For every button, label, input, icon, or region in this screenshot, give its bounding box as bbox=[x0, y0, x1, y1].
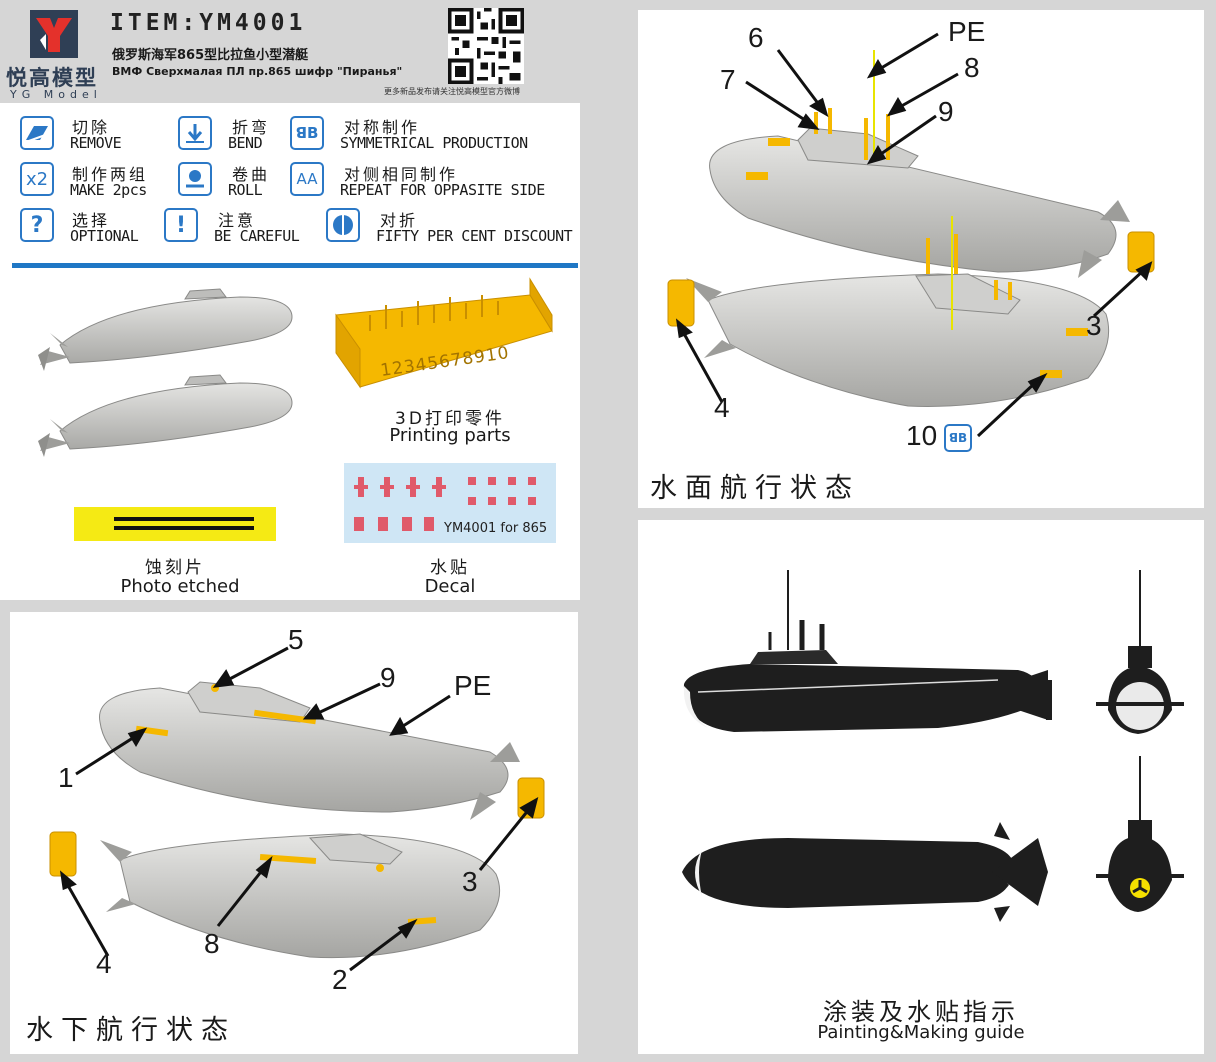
bend-icon bbox=[178, 116, 212, 150]
symmetrical-icon-small: ꓭB bbox=[944, 424, 972, 452]
roll-icon bbox=[178, 162, 212, 196]
underwater-panel: 5 9 PE 1 3 4 8 2 水下航行状态 bbox=[10, 612, 578, 1054]
decal-label: YM4001 for 865 bbox=[444, 521, 548, 536]
callout-pe-surface: PE bbox=[948, 16, 986, 47]
item-name-cn: 俄罗斯海军865型比拉鱼小型潜艇 bbox=[112, 48, 309, 63]
callout-8: 8 bbox=[204, 928, 220, 959]
photo-etched-cn: 蚀刻片 bbox=[145, 558, 205, 578]
legend-careful-cn: 注意 bbox=[218, 211, 257, 230]
legend-roll-cn: 卷曲 bbox=[232, 165, 271, 184]
legend-optional-en: OPTIONAL bbox=[70, 227, 139, 245]
callout-4: 4 bbox=[96, 948, 112, 979]
decal-cn: 水贴 bbox=[430, 558, 470, 578]
surface-diagram bbox=[667, 32, 1155, 438]
callout-8-surface: 8 bbox=[964, 52, 980, 83]
make-2pcs-icon: x2 bbox=[20, 162, 54, 196]
remove-icon bbox=[20, 116, 54, 150]
callout-7: 7 bbox=[720, 64, 736, 95]
legend-symmetrical-en: SYMMETRICAL PRODUCTION bbox=[340, 134, 528, 152]
legend-bend-en: BEND bbox=[228, 134, 263, 152]
qr-code-icon[interactable] bbox=[448, 8, 524, 84]
underwater-diagram bbox=[49, 646, 545, 972]
repeat-icon: AA bbox=[290, 162, 324, 196]
item-name-ru: ВМФ Сверхмалая ПЛ пр.865 шифр "Пиранья" bbox=[112, 65, 403, 78]
legend-divider bbox=[12, 263, 578, 268]
legend-careful-en: BE CAREFUL bbox=[214, 227, 300, 245]
callout-10: 10 bbox=[906, 420, 938, 451]
callout-5: 5 bbox=[288, 624, 304, 655]
callout-9: 9 bbox=[380, 662, 396, 693]
surface-panel: 6 PE 7 8 9 3 4 10 ꓭB 水面航行状态 bbox=[638, 10, 1204, 508]
legend-repeat-en: REPEAT FOR OPPASITE SIDE bbox=[340, 181, 545, 199]
item-title: ITEM:YM4001 bbox=[110, 10, 307, 36]
legend-symmetrical-cn: 对称制作 bbox=[344, 118, 421, 137]
legend-optional-cn: 选择 bbox=[72, 211, 111, 230]
underwater-title: 水下航行状态 bbox=[26, 1015, 236, 1046]
callout-2: 2 bbox=[332, 964, 348, 995]
legend-make2-cn: 制作两组 bbox=[72, 165, 149, 184]
decal-sheet: YM4001 for 865 bbox=[344, 463, 556, 543]
surface-title: 水面航行状态 bbox=[650, 473, 860, 504]
decal-en: Decal bbox=[424, 576, 476, 597]
half-discount-icon bbox=[326, 208, 360, 242]
painting-title-cn: 涂装及水贴指示 bbox=[823, 998, 1019, 1026]
parts-submarines-image bbox=[38, 288, 293, 457]
callout-9-surface: 9 bbox=[938, 96, 954, 127]
legend-make2-en: MAKE 2pcs bbox=[70, 181, 147, 199]
brand-name-en: YG Model bbox=[10, 88, 102, 101]
callout-pe: PE bbox=[454, 670, 492, 701]
legend-remove-en: REMOVE bbox=[70, 134, 122, 152]
painting-panel: 涂装及水贴指示 Painting&Making guide bbox=[638, 520, 1204, 1054]
legend-repeat-cn: 对侧相同制作 bbox=[344, 165, 459, 184]
qr-note: 更多新品发布请关注悦高模型官方微博 bbox=[384, 87, 520, 96]
painting-diagram bbox=[682, 570, 1184, 922]
brand-name-cn: 悦高模型 bbox=[6, 66, 98, 90]
legend-roll-en: ROLL bbox=[228, 181, 263, 199]
callout-3: 3 bbox=[462, 866, 478, 897]
printing-parts-cn: 3D打印零件 bbox=[395, 409, 505, 429]
legend-bend-cn: 折弯 bbox=[232, 118, 271, 137]
callout-4-surface: 4 bbox=[714, 392, 730, 423]
legend-remove-cn: 切除 bbox=[72, 118, 111, 137]
photo-etched-sheet bbox=[74, 507, 276, 541]
yg-logo-icon bbox=[30, 10, 78, 58]
callout-6: 6 bbox=[748, 22, 764, 53]
printing-parts-en: Printing parts bbox=[389, 425, 511, 446]
symmetrical-icon: ꓭB bbox=[290, 116, 324, 150]
optional-icon: ? bbox=[20, 208, 54, 242]
painting-title-en: Painting&Making guide bbox=[817, 1022, 1025, 1043]
printing-parts-image bbox=[335, 277, 553, 389]
photo-etched-en: Photo etched bbox=[120, 576, 240, 597]
careful-icon: ! bbox=[164, 208, 198, 242]
legend-half-cn: 对折 bbox=[380, 211, 419, 230]
callout-1: 1 bbox=[58, 762, 74, 793]
legend-half-en: FIFTY PER CENT DISCOUNT bbox=[376, 227, 573, 245]
callout-3-surface: 3 bbox=[1086, 310, 1102, 341]
